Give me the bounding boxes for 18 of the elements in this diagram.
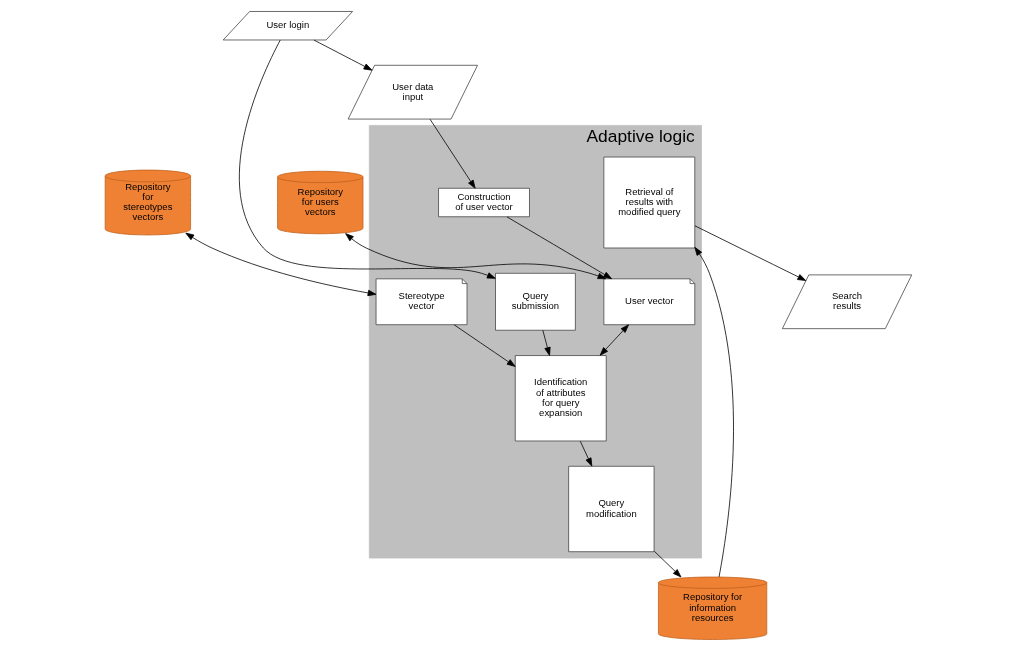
node-box: Identification of attributes for query expansion bbox=[514, 355, 607, 442]
arrow bbox=[694, 225, 806, 281]
arrow bbox=[693, 246, 734, 578]
arrow bbox=[313, 39, 372, 71]
arrow bbox=[184, 232, 376, 297]
arrow bbox=[599, 324, 629, 356]
arrow bbox=[429, 118, 476, 189]
arrow bbox=[541, 329, 551, 356]
arrow bbox=[238, 39, 496, 279]
node-box: Query submission bbox=[494, 272, 576, 331]
arrow bbox=[344, 233, 606, 280]
node-box: Query modification bbox=[567, 465, 654, 553]
arrow bbox=[506, 216, 612, 280]
node-box: Retrieval of results with modified query bbox=[602, 156, 695, 249]
node-box: Construction of user vector bbox=[437, 187, 530, 218]
arrow bbox=[653, 550, 681, 578]
arrow bbox=[579, 440, 592, 467]
arrow bbox=[453, 324, 516, 367]
